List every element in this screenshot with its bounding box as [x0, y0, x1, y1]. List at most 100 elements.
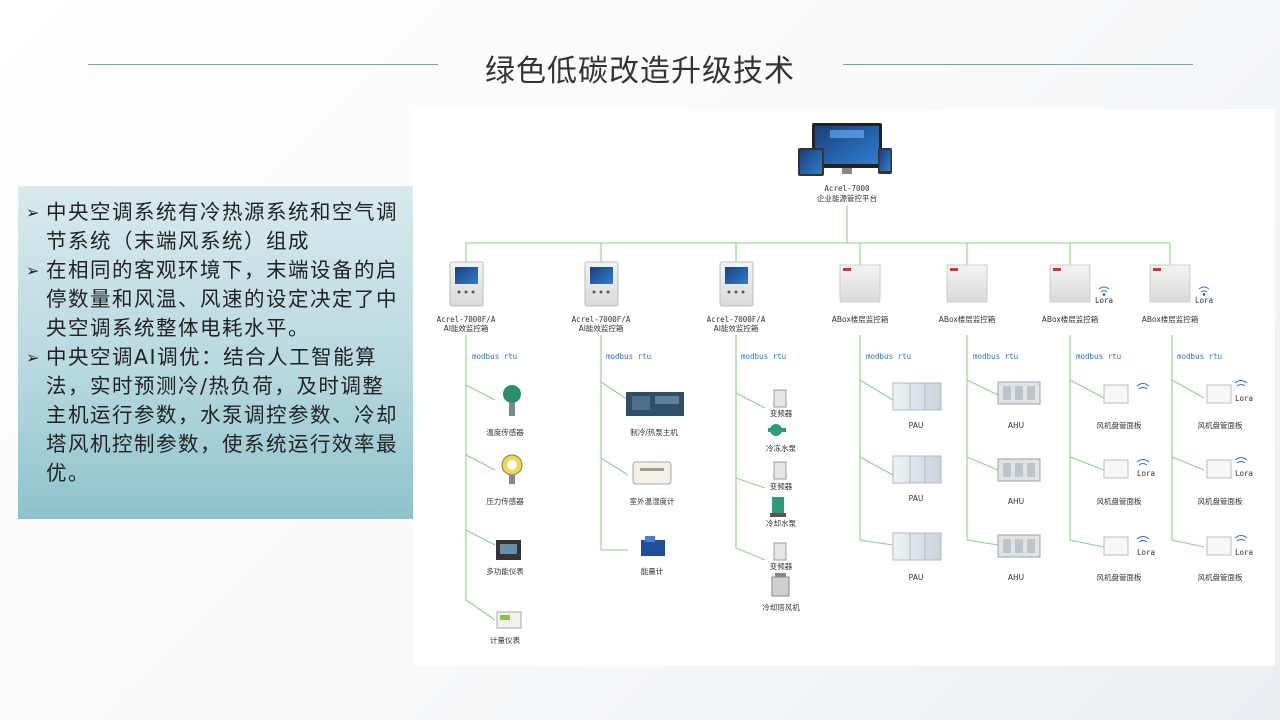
- platform-name: 企业能源管控平台: [817, 193, 877, 203]
- col6-wires: [1069, 335, 1105, 548]
- pau-unit-icon: [892, 382, 942, 411]
- device-label: AHU: [1008, 497, 1024, 506]
- abox-controller-1-icon: [839, 264, 881, 303]
- protocol-label: modbus rtu: [472, 352, 517, 361]
- temperature-sensor-icon: [503, 385, 521, 416]
- bullet-text: 中央空调系统有冷热源系统和空气调节系统（末端风系统）组成: [46, 200, 398, 253]
- fan-coil-panel-icon: [1103, 384, 1232, 556]
- controller-model: Acrel-7000F/A: [572, 315, 631, 324]
- device-label: PAU: [909, 494, 924, 503]
- col7-wires: [1171, 335, 1205, 548]
- device-label: 变频器: [770, 481, 793, 491]
- arrow-bullet-icon: ➢: [26, 261, 41, 280]
- bullet-text: 中央空调AI调优：结合人工智能算法，实时预测冷/热负荷，及时调整主机运行参数，水…: [46, 345, 398, 485]
- page-title: 绿色低碳改造升级技术: [485, 54, 795, 89]
- abox-controller-4-icon: [1149, 264, 1191, 303]
- controller-name: AI能效监控箱: [579, 323, 624, 333]
- col3-wires: [735, 335, 766, 561]
- system-diagram: Acrel-7000 企业能源管控平台 Lora Lora Acrel-7000…: [413, 109, 1275, 666]
- cooling-tower-icon: [771, 573, 790, 597]
- controller-name: ABox楼层监控箱: [1042, 314, 1099, 324]
- bullet-item: ➢ 中央空调系统有冷热源系统和空气调节系统（末端风系统）组成: [26, 198, 405, 256]
- lora-label: Lora: [1235, 548, 1253, 557]
- metering-meter-icon: [496, 611, 522, 629]
- lora-label: Lora: [1137, 548, 1155, 557]
- device-label: 冷却塔风机: [762, 602, 800, 612]
- device-label: PAU: [909, 573, 924, 582]
- lora-label: Lora: [1235, 469, 1253, 478]
- title-rule-left: [88, 64, 438, 65]
- ahu-unit-icon: [997, 381, 1041, 405]
- ai-controller-3-icon: [719, 261, 754, 307]
- controller-name: AI能效监控箱: [444, 323, 489, 333]
- device-label: 风机盘管面板: [1097, 496, 1142, 506]
- device-label: AHU: [1008, 421, 1024, 430]
- col2-wires: [600, 335, 629, 551]
- col1-wires: [465, 335, 496, 621]
- platform-monitor-icon: [798, 123, 892, 176]
- device-label: 风机盘管面板: [1097, 420, 1142, 430]
- col5-wires: [966, 335, 999, 546]
- device-label: 能量计: [641, 566, 664, 576]
- controller-model: Acrel-7000F/A: [437, 315, 496, 324]
- pau-unit-icon: [892, 455, 942, 484]
- lora-label: Lora: [1095, 296, 1113, 305]
- controller-name: ABox楼层监控箱: [832, 314, 889, 324]
- pau-unit-icon: [892, 532, 942, 561]
- bullet-panel: ➢ 中央空调系统有冷热源系统和空气调节系统（末端风系统）组成 ➢ 在相同的客观环…: [18, 186, 413, 519]
- ahu-unit-icon: [997, 458, 1041, 482]
- chiller-icon: [626, 392, 684, 416]
- ai-controller-2-icon: [584, 261, 619, 307]
- controller-model: Acrel-7000F/A: [707, 315, 766, 324]
- multifunction-meter-icon: [496, 540, 521, 560]
- lora-label: Lora: [1137, 469, 1155, 478]
- bullet-item: ➢ 在相同的客观环境下，末端设备的启停数量和风温、风速的设定决定了中央空调系统整…: [26, 256, 405, 343]
- ai-controller-1-icon: [449, 261, 484, 307]
- abox-controller-3-icon: [1049, 264, 1091, 303]
- platform-model: Acrel-7000: [824, 184, 870, 193]
- device-label: 冷却水泵: [766, 518, 796, 528]
- inverter-icon: [773, 542, 787, 561]
- controller-name: ABox楼层监控箱: [939, 314, 996, 324]
- title-rule-right: [843, 64, 1193, 65]
- device-label: AHU: [1008, 573, 1024, 582]
- bullet-item: ➢ 中央空调AI调优：结合人工智能算法，实时预测冷/热负荷，及时调整主机运行参数…: [26, 343, 405, 488]
- protocol-label: modbus rtu: [1177, 352, 1222, 361]
- wifi-icon: [1136, 380, 1248, 543]
- controller-name: AI能效监控箱: [714, 323, 759, 333]
- bus-drops: [465, 243, 1171, 265]
- ahu-unit-icon: [997, 534, 1041, 558]
- protocol-label: modbus rtu: [606, 352, 651, 361]
- lora-label: Lora: [1235, 394, 1253, 403]
- outdoor-hygrometer-icon: [632, 461, 672, 485]
- col4-wires: [859, 335, 894, 546]
- device-label: 变频器: [770, 561, 793, 571]
- protocol-label: modbus rtu: [741, 352, 786, 361]
- diagram-canvas: Acrel-7000 企业能源管控平台 Lora Lora Acrel-7000…: [437, 123, 1253, 645]
- device-label: 制冷/热泵主机: [630, 427, 678, 437]
- device-label: 温度传感器: [486, 427, 524, 437]
- inverter-icon: [773, 389, 787, 408]
- protocol-label: modbus rtu: [973, 352, 1018, 361]
- abox-controller-2-icon: [946, 264, 988, 303]
- device-label: 风机盘管面板: [1198, 420, 1243, 430]
- chilled-water-pump-icon: [768, 424, 786, 436]
- energy-meter-icon: [641, 536, 665, 556]
- device-label: 风机盘管面板: [1198, 572, 1243, 582]
- device-label: 多功能仪表: [486, 566, 524, 576]
- controller-name: ABox楼层监控箱: [1142, 314, 1199, 324]
- protocol-label: modbus rtu: [1076, 352, 1121, 361]
- lora-label: Lora: [1195, 296, 1213, 305]
- device-label: 风机盘管面板: [1198, 496, 1243, 506]
- cooling-water-pump-icon: [770, 497, 786, 517]
- device-label: 风机盘管面板: [1097, 572, 1142, 582]
- protocol-label: modbus rtu: [866, 352, 911, 361]
- device-label: 压力传感器: [486, 496, 524, 506]
- arrow-bullet-icon: ➢: [26, 348, 41, 367]
- device-label: 变频器: [770, 408, 793, 418]
- device-label: 室外温湿度计: [630, 496, 675, 506]
- pressure-sensor-icon: [501, 454, 523, 484]
- wifi-icon: [1098, 286, 1210, 296]
- device-label: 计量仪表: [490, 635, 520, 645]
- device-label: 冷冻水泵: [766, 443, 796, 453]
